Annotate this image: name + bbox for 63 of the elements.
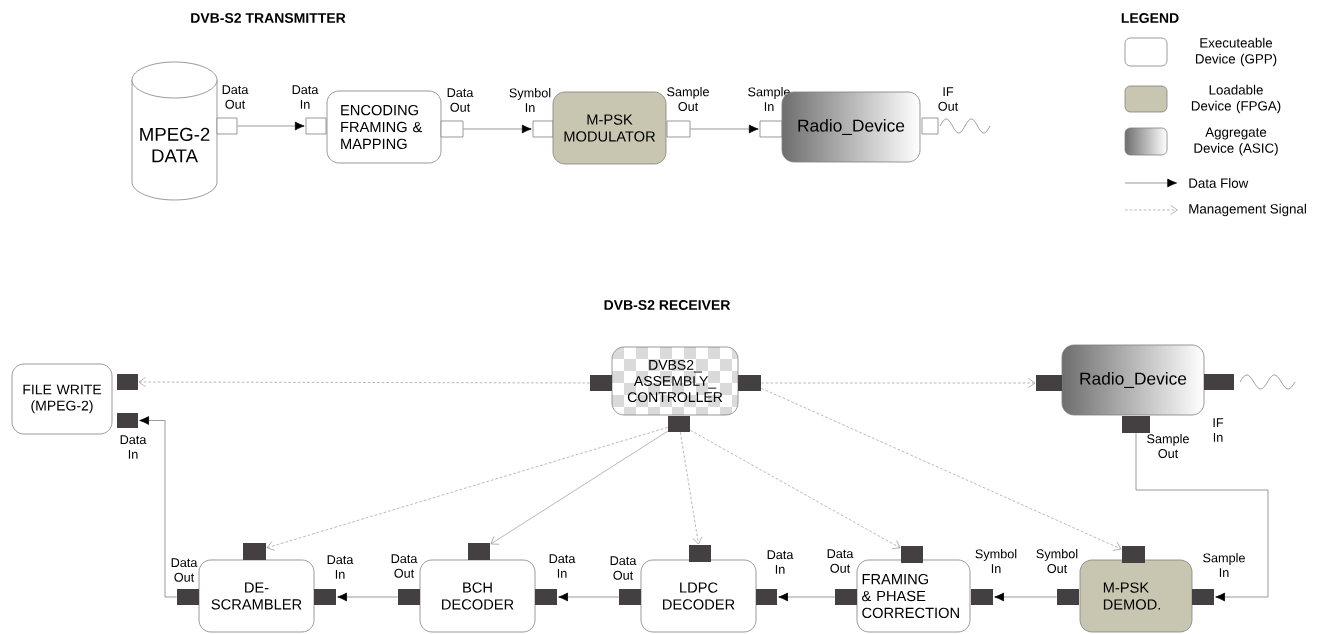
arrow (690, 124, 759, 134)
port (738, 375, 761, 391)
port-label: Data Out (391, 554, 418, 578)
process-box: LDPC DECODER (640, 559, 757, 633)
arrow (558, 592, 620, 602)
process-box: ENCODING FRAMING & MAPPING (326, 90, 442, 164)
port-label: Symbol Out (1036, 549, 1078, 573)
port-label: Sample Out (1147, 434, 1189, 458)
heading: DVB-S2 TRANSMITTER (191, 13, 346, 23)
arrow (337, 592, 399, 602)
port-label: Symbol In (509, 88, 551, 112)
arrow (1135, 432, 1269, 602)
legend-text: Executeable Device (GPP) (1195, 37, 1277, 67)
arrow (138, 376, 591, 388)
port (689, 545, 711, 562)
port-label: Data In (327, 555, 354, 579)
port (468, 543, 490, 560)
legend-text: Management Signal (1189, 203, 1306, 217)
port (590, 375, 612, 391)
port-label: Data In (292, 85, 319, 109)
process-box: DE- SCRAMBLER (198, 559, 315, 633)
arrow (490, 430, 669, 545)
legend-text: Aggregate Device (ASIC) (1194, 127, 1278, 156)
port-label: Symbol In (975, 549, 1017, 573)
port-label: Data In (767, 550, 794, 574)
port-label: Data Out (447, 88, 474, 112)
port (243, 543, 266, 560)
port (1122, 546, 1145, 563)
cylinder: MPEG-2 DATA (131, 61, 218, 201)
legend-text: Data Flow (1189, 178, 1249, 188)
port-label: Sample In (1203, 553, 1245, 577)
device-box: M-PSK MODULATOR (552, 91, 667, 165)
arrow (237, 121, 305, 131)
device-box: Radio_Device (1061, 344, 1205, 416)
legend-text: Loadable Device (FPGA) (1191, 84, 1281, 114)
arrow (679, 431, 703, 545)
port-label: Data Out (610, 556, 637, 580)
port-label: IF In (1213, 418, 1224, 442)
arrow (266, 426, 669, 551)
arrow (689, 429, 901, 550)
port-label: Data In (120, 435, 147, 459)
port-label: Data Out (222, 85, 249, 109)
arrow (760, 377, 1036, 389)
port-label: Data Out (171, 558, 198, 582)
heading: LEGEND (1121, 13, 1179, 23)
process-box: FRAMING & PHASE CORRECTION (856, 559, 971, 633)
port (117, 374, 138, 390)
arrow (760, 387, 1122, 551)
process-box: BCH DECODER (419, 559, 536, 633)
port-label: Sample Out (667, 87, 709, 111)
heading: DVB-S2 RECEIVER (604, 300, 731, 310)
port-label: IF Out (938, 87, 959, 111)
arrow (463, 124, 532, 134)
port-label: Data Out (827, 549, 854, 573)
port (1036, 375, 1062, 391)
arrow (778, 592, 836, 602)
device-box: M-PSK DEMOD. (1079, 559, 1193, 633)
process-box: FILE WRITE (MPEG-2) (11, 363, 113, 435)
arrow (994, 592, 1058, 602)
arrow (139, 416, 178, 598)
port (901, 546, 923, 563)
controller-box: DVBS2_ ASSEMBLY_ CONTROLLER (611, 346, 739, 416)
port-label: Data In (549, 554, 576, 578)
